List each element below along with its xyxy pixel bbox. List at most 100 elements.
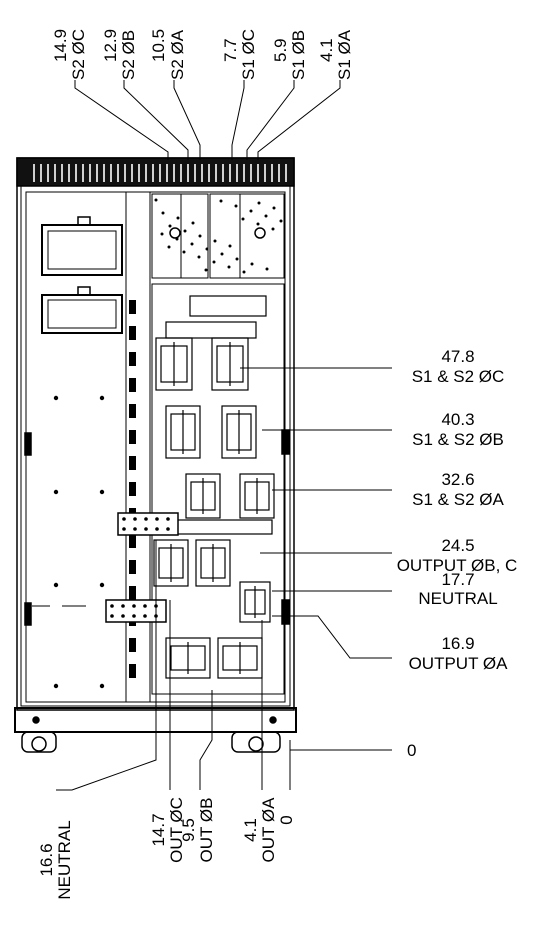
neutral-bar-dot <box>144 517 148 521</box>
bus-dot <box>220 252 224 256</box>
bus-dot <box>161 211 165 215</box>
right-value-16-9: 16.9 <box>441 634 474 653</box>
neutral-bar-dot <box>155 527 159 531</box>
bus-dot <box>228 244 232 248</box>
bus-dot <box>213 239 217 243</box>
right-label-16-9: OUTPUT ØA <box>409 654 509 673</box>
column-components <box>129 300 136 678</box>
bottom-label-neutral: NEUTRAL <box>55 820 74 899</box>
column-terminal <box>129 586 136 600</box>
leader-lines <box>56 80 392 791</box>
bus-dot <box>212 260 216 264</box>
right-value-17-7: 17.7 <box>441 570 474 589</box>
right-hinge-upper <box>281 429 290 455</box>
neutral-bar-upper <box>117 512 179 536</box>
bus-hole-1 <box>169 227 181 239</box>
column-terminal <box>129 326 136 340</box>
bus-dots <box>154 198 283 274</box>
mounting-dot <box>53 582 59 588</box>
bus-dot <box>219 199 223 203</box>
bus-dot <box>182 250 186 254</box>
column-terminal <box>129 560 136 574</box>
neutral-bar-dot <box>121 604 125 608</box>
right-labels: 47.8 S1 & S2 ØC 40.3 S1 & S2 ØB 32.6 S1 … <box>397 347 518 760</box>
bus-dot <box>257 201 261 205</box>
column-terminal <box>129 430 136 444</box>
mounting-dot <box>53 489 59 495</box>
neutral-bar-dot <box>166 527 170 531</box>
leader-s1-a <box>257 80 341 160</box>
bus-dot <box>227 265 231 269</box>
bus-connector-plate <box>165 321 257 339</box>
right-value-32-6: 32.6 <box>441 470 474 489</box>
neutral-bar-dot <box>166 517 170 521</box>
column-terminal <box>129 352 136 366</box>
bottom-label-out-b: OUT ØB <box>197 798 216 863</box>
neutral-bar-dot <box>132 604 136 608</box>
right-label-40-3: S1 & S2 ØB <box>412 430 504 449</box>
neutral-bar-dot <box>132 614 136 618</box>
top-value-s1-a: 4.1 <box>317 38 336 62</box>
top-value-s2-b: 12.9 <box>101 29 120 62</box>
bus-dot <box>279 219 283 223</box>
floor-label: 0 <box>407 741 416 760</box>
module-upper-inner <box>47 230 117 270</box>
column-terminal <box>129 456 136 470</box>
top-label-s2-b: S2 ØB <box>119 30 138 80</box>
right-label-47-8: S1 & S2 ØC <box>412 367 505 386</box>
top-label-s1-c: S1 ØC <box>239 29 258 80</box>
left-hinge-lower <box>24 602 32 626</box>
neutral-bar-dot <box>155 517 159 521</box>
base-bolt-right <box>269 716 277 724</box>
leader-16-9 <box>272 615 392 659</box>
top-label-s2-c: S2 ØC <box>69 29 88 80</box>
bus-dot <box>235 257 239 261</box>
neutral-bar-dots <box>110 517 170 618</box>
mounting-dot <box>53 683 59 689</box>
bus-connector-plate <box>189 295 267 317</box>
bus-dot <box>204 268 208 272</box>
column-terminal <box>129 534 136 548</box>
bottom-label-out-a: OUT ØA <box>259 797 278 863</box>
neutral-bar-dot <box>143 614 147 618</box>
module-upper-handle <box>77 216 91 226</box>
column-terminal <box>129 638 136 652</box>
leader-s2-b <box>123 80 189 160</box>
column-terminal <box>129 482 136 496</box>
right-label-17-7: NEUTRAL <box>418 589 497 608</box>
top-value-s2-a: 10.5 <box>149 29 168 62</box>
right-label-32-6: S1 & S2 ØA <box>412 490 504 509</box>
caster-left <box>21 731 57 753</box>
top-value-s1-c: 7.7 <box>221 38 240 62</box>
mounting-dot <box>53 395 59 401</box>
left-hinge-upper <box>24 432 32 456</box>
leader-out-b <box>199 690 213 790</box>
bus-dot <box>191 221 195 225</box>
module-upper <box>41 224 123 276</box>
neutral-bar-dot <box>121 614 125 618</box>
leader-s2-a <box>173 80 201 160</box>
top-value-s1-b: 5.9 <box>271 38 290 62</box>
bus-plate-s2 <box>151 193 209 279</box>
mounting-dot <box>99 489 105 495</box>
module-lower-inner <box>47 299 117 329</box>
neutral-bar-dot <box>133 527 137 531</box>
module-lower-handle <box>77 286 91 296</box>
neutral-bar-lower <box>105 599 167 623</box>
bus-hole-2 <box>254 227 266 239</box>
neutral-bar-dot <box>143 604 147 608</box>
column-terminal <box>129 664 136 678</box>
caster-left-wheel <box>31 736 47 752</box>
bus-dot <box>160 232 164 236</box>
bus-dot <box>242 270 246 274</box>
vent-slots <box>33 164 287 182</box>
bottom-labels: 16.6 NEUTRAL 14.7 OUT ØC 9.5 OUT ØB 4.1 … <box>37 797 296 900</box>
bus-dot <box>154 198 158 202</box>
cabinet-drawing <box>14 157 297 753</box>
top-label-s2-a: S2 ØA <box>168 29 187 80</box>
bus-dot <box>241 217 245 221</box>
bus-dot <box>256 222 260 226</box>
neutral-bar-dot <box>133 517 137 521</box>
column-terminal <box>129 378 136 392</box>
